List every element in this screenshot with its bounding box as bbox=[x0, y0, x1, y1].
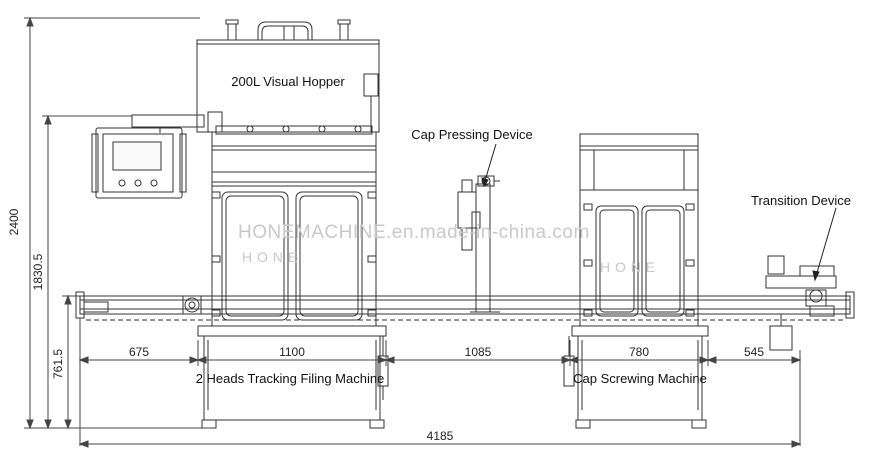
filling-machine bbox=[197, 125, 389, 429]
dim-total-height: 2400 bbox=[7, 208, 21, 235]
dimension-lines bbox=[24, 16, 802, 448]
cap-pressing-device bbox=[457, 175, 500, 313]
watermark-logo-left: H O N E bbox=[242, 249, 298, 265]
label-filling-machine: 2 Heads Tracking Filing Machine bbox=[196, 371, 385, 386]
watermark-text: HONEMACHINE.en.made-in-china.com bbox=[238, 222, 590, 243]
label-transition: Transition Device bbox=[751, 193, 851, 208]
dim-table-height: 1830.5 bbox=[31, 253, 45, 290]
dim-seg-1: 675 bbox=[129, 345, 149, 359]
conveyor-belt bbox=[75, 291, 855, 321]
control-panel bbox=[91, 114, 205, 199]
transition-device bbox=[765, 255, 837, 351]
dim-total-length: 4185 bbox=[427, 429, 454, 443]
dim-seg-2: 1100 bbox=[279, 345, 305, 359]
label-cap-pressing: Cap Pressing Device bbox=[411, 127, 532, 142]
leader-lines bbox=[481, 143, 837, 282]
dim-seg-4: 780 bbox=[629, 345, 649, 359]
dim-seg-3: 1085 bbox=[465, 345, 492, 359]
watermark-logo-right: H O N E bbox=[600, 259, 656, 275]
dim-conveyor-height: 761.5 bbox=[51, 349, 65, 379]
cap-screwing-machine bbox=[563, 133, 709, 429]
dim-seg-5: 545 bbox=[744, 345, 764, 359]
label-cap-screwing: Cap Screwing Machine bbox=[573, 371, 707, 386]
label-hopper: 200L Visual Hopper bbox=[231, 74, 345, 89]
